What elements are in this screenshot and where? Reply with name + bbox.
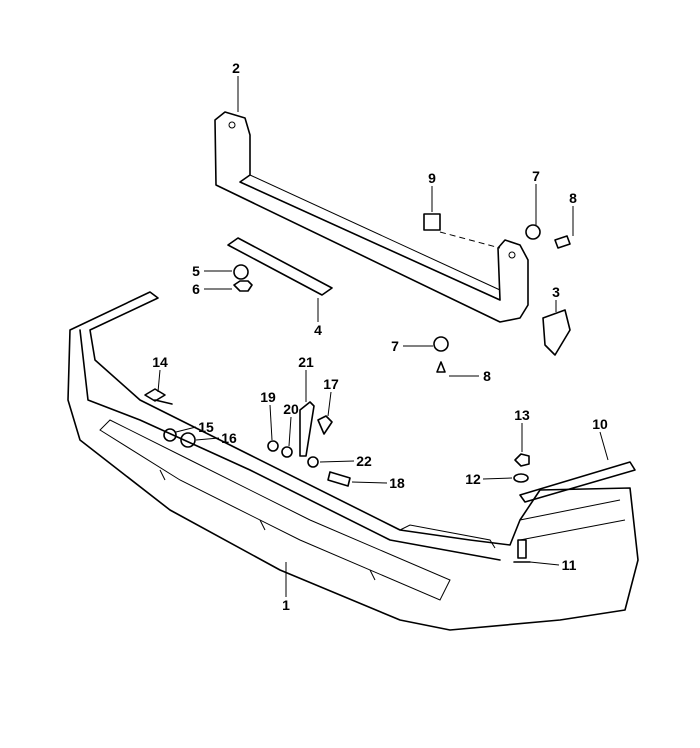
leader-lines [157, 76, 609, 597]
callout-16: 16 [221, 430, 237, 446]
callout-1: 1 [282, 597, 290, 613]
callout-7-upper: 7 [532, 168, 540, 184]
callout-10: 10 [592, 416, 608, 432]
callout-19: 19 [260, 389, 276, 405]
callout-12: 12 [465, 471, 481, 487]
callout-2: 2 [232, 60, 240, 76]
callout-8-lower: 8 [483, 368, 491, 384]
spacer-strip [227, 237, 333, 296]
small-parts [144, 213, 636, 563]
callout-7-lower: 7 [391, 338, 399, 354]
callout-9: 9 [428, 170, 436, 186]
callout-18: 18 [389, 475, 405, 491]
callout-labels: 1 2 3 4 5 6 7 7 8 8 9 10 11 12 13 14 15 … [152, 60, 608, 613]
bumper-cover [67, 291, 639, 631]
callout-5: 5 [192, 263, 200, 279]
callout-6: 6 [192, 281, 200, 297]
callout-8-upper: 8 [569, 190, 577, 206]
callout-20: 20 [283, 401, 299, 417]
callout-15: 15 [198, 419, 214, 435]
callout-11: 11 [562, 557, 577, 573]
callout-4: 4 [314, 322, 322, 338]
callout-3: 3 [552, 284, 560, 300]
callout-21: 21 [298, 354, 314, 370]
callout-14: 14 [152, 354, 168, 370]
callout-17: 17 [323, 376, 339, 392]
callout-22: 22 [356, 453, 372, 469]
callout-13: 13 [514, 407, 530, 423]
mounting-bracket [214, 111, 529, 323]
